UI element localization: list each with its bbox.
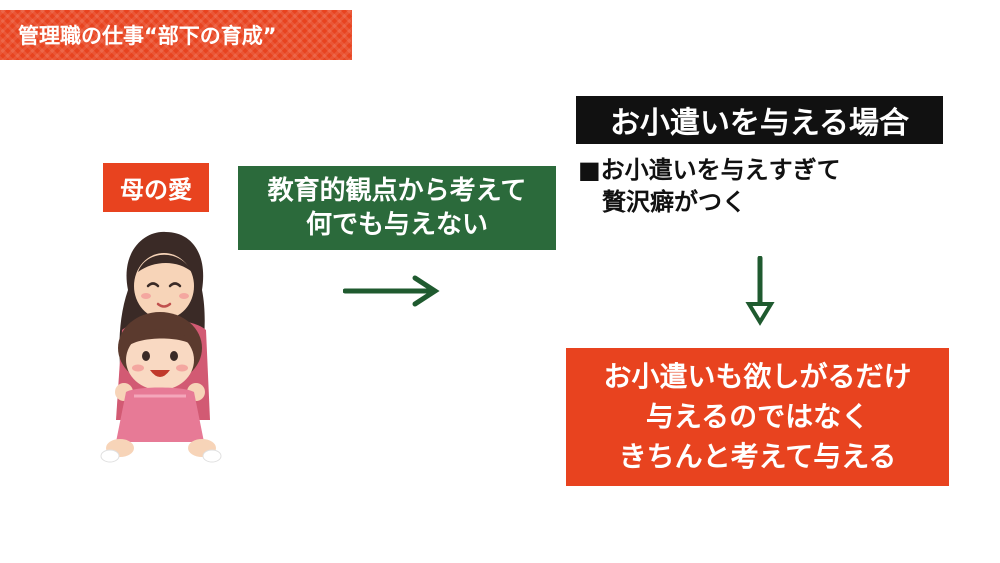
section-title: お小遣いを与える場合 (576, 96, 943, 144)
green-box-line-2: 何でも与えない (305, 210, 488, 240)
mother-child-illustration (100, 231, 222, 463)
detail-line-1: ■お小遣いを与えすぎて (578, 156, 841, 184)
mother-label: 母の愛 (103, 163, 209, 212)
detail-line-2: 贅沢癖がつく (578, 188, 746, 216)
result-box: お小遣いも欲しがるだけ 与えるのではなく きちんと考えて与える (566, 348, 949, 486)
arrow-right-icon (343, 275, 440, 307)
arrow-down-icon (745, 256, 775, 326)
green-box-line-1: 教育的観点から考えて (267, 176, 527, 206)
detail-text: ■お小遣いを与えすぎて 贅沢癖がつく (578, 154, 908, 218)
header-tag: 管理職の仕事“部下の育成” (0, 10, 352, 60)
header-title: 管理職の仕事“部下の育成” (18, 24, 277, 48)
result-line-3: きちんと考えて与える (618, 440, 897, 473)
result-line-1: お小遣いも欲しがるだけ (603, 360, 912, 393)
result-line-2: 与えるのではなく (645, 400, 870, 433)
green-box: 教育的観点から考えて 何でも与えない (238, 166, 556, 250)
